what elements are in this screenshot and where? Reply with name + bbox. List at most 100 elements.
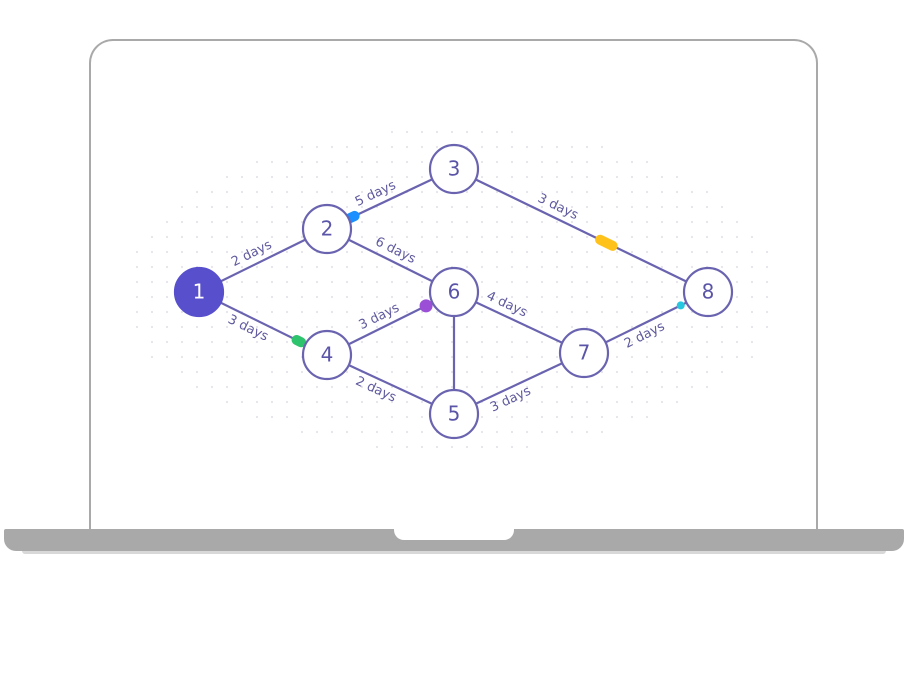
grid-dot — [270, 385, 274, 389]
grid-dot — [180, 205, 184, 209]
grid-dot — [720, 340, 724, 344]
grid-dot — [495, 370, 499, 374]
grid-dot — [450, 130, 454, 134]
grid-dot — [255, 265, 259, 269]
grid-dot — [255, 295, 259, 299]
grid-dot — [645, 295, 649, 299]
grid-dot — [255, 190, 259, 194]
grid-dot — [420, 205, 424, 209]
grid-dot — [540, 340, 544, 344]
grid-dot — [210, 220, 214, 224]
node-3[interactable]: 3 — [428, 143, 480, 195]
grid-dot — [225, 370, 229, 374]
grid-dot — [420, 280, 424, 284]
grid-dot — [750, 310, 754, 314]
grid-dot — [600, 265, 604, 269]
grid-dot — [435, 130, 439, 134]
grid-dot — [285, 250, 289, 254]
grid-dot — [375, 385, 379, 389]
node-5[interactable]: 5 — [428, 388, 480, 440]
grid-dot — [285, 235, 289, 239]
grid-dot — [375, 340, 379, 344]
grid-dot — [435, 205, 439, 209]
grid-dot — [225, 190, 229, 194]
grid-dot — [240, 265, 244, 269]
grid-dot — [240, 385, 244, 389]
node-7[interactable]: 7 — [558, 327, 610, 379]
grid-dot — [675, 355, 679, 359]
grid-dot — [360, 415, 364, 419]
node-label: 5 — [448, 402, 461, 426]
grid-dot — [645, 205, 649, 209]
grid-dot — [465, 250, 469, 254]
grid-dot — [675, 370, 679, 374]
grid-dot — [630, 310, 634, 314]
grid-dot — [585, 235, 589, 239]
grid-dot — [525, 265, 529, 269]
grid-dot — [630, 325, 634, 329]
grid-dot — [195, 370, 199, 374]
grid-dot — [465, 190, 469, 194]
grid-dot — [495, 340, 499, 344]
grid-dot — [465, 445, 469, 449]
grid-dot — [450, 325, 454, 329]
grid-dot — [540, 325, 544, 329]
grid-dot — [240, 175, 244, 179]
grid-dot — [375, 430, 379, 434]
grid-dot — [645, 175, 649, 179]
grid-dot — [585, 175, 589, 179]
grid-dot — [585, 190, 589, 194]
grid-dot — [165, 325, 169, 329]
grid-dot — [630, 385, 634, 389]
grid-dot — [240, 235, 244, 239]
grid-dot — [375, 235, 379, 239]
edge-marker-7-8 — [676, 301, 685, 310]
grid-dot — [600, 310, 604, 314]
grid-dot — [630, 190, 634, 194]
node-4[interactable]: 4 — [301, 329, 353, 381]
grid-dot — [360, 190, 364, 194]
grid-dot — [690, 355, 694, 359]
grid-dot — [480, 160, 484, 164]
grid-dot — [465, 235, 469, 239]
grid-dot — [435, 145, 439, 149]
grid-dot — [225, 355, 229, 359]
grid-dot — [495, 190, 499, 194]
grid-dot — [420, 340, 424, 344]
grid-dot — [630, 400, 634, 404]
grid-dot — [480, 310, 484, 314]
edge-marker-3-8 — [595, 234, 618, 251]
grid-dot — [345, 385, 349, 389]
grid-dot — [315, 325, 319, 329]
grid-dot — [165, 340, 169, 344]
grid-dot — [405, 385, 409, 389]
grid-dot — [510, 280, 514, 284]
node-1[interactable]: 1 — [173, 266, 225, 318]
grid-dot — [420, 355, 424, 359]
grid-dot — [705, 220, 709, 224]
grid-dot — [165, 295, 169, 299]
grid-dot — [420, 175, 424, 179]
grid-dot — [165, 235, 169, 239]
grid-dot — [225, 295, 229, 299]
grid-dot — [225, 175, 229, 179]
node-8[interactable]: 8 — [682, 266, 734, 318]
grid-dot — [735, 250, 739, 254]
node-2[interactable]: 2 — [301, 203, 353, 255]
grid-dot — [435, 385, 439, 389]
grid-dot — [540, 250, 544, 254]
grid-dot — [210, 250, 214, 254]
grid-dot — [255, 340, 259, 344]
grid-dot — [375, 400, 379, 404]
grid-dot — [375, 295, 379, 299]
node-6[interactable]: 6 — [428, 266, 480, 318]
grid-dot — [390, 295, 394, 299]
grid-dot — [285, 325, 289, 329]
grid-dot — [225, 310, 229, 314]
grid-dot — [600, 145, 604, 149]
grid-dot — [180, 355, 184, 359]
grid-dot — [225, 265, 229, 269]
grid-dot — [480, 340, 484, 344]
grid-dot — [675, 265, 679, 269]
grid-dot — [270, 340, 274, 344]
